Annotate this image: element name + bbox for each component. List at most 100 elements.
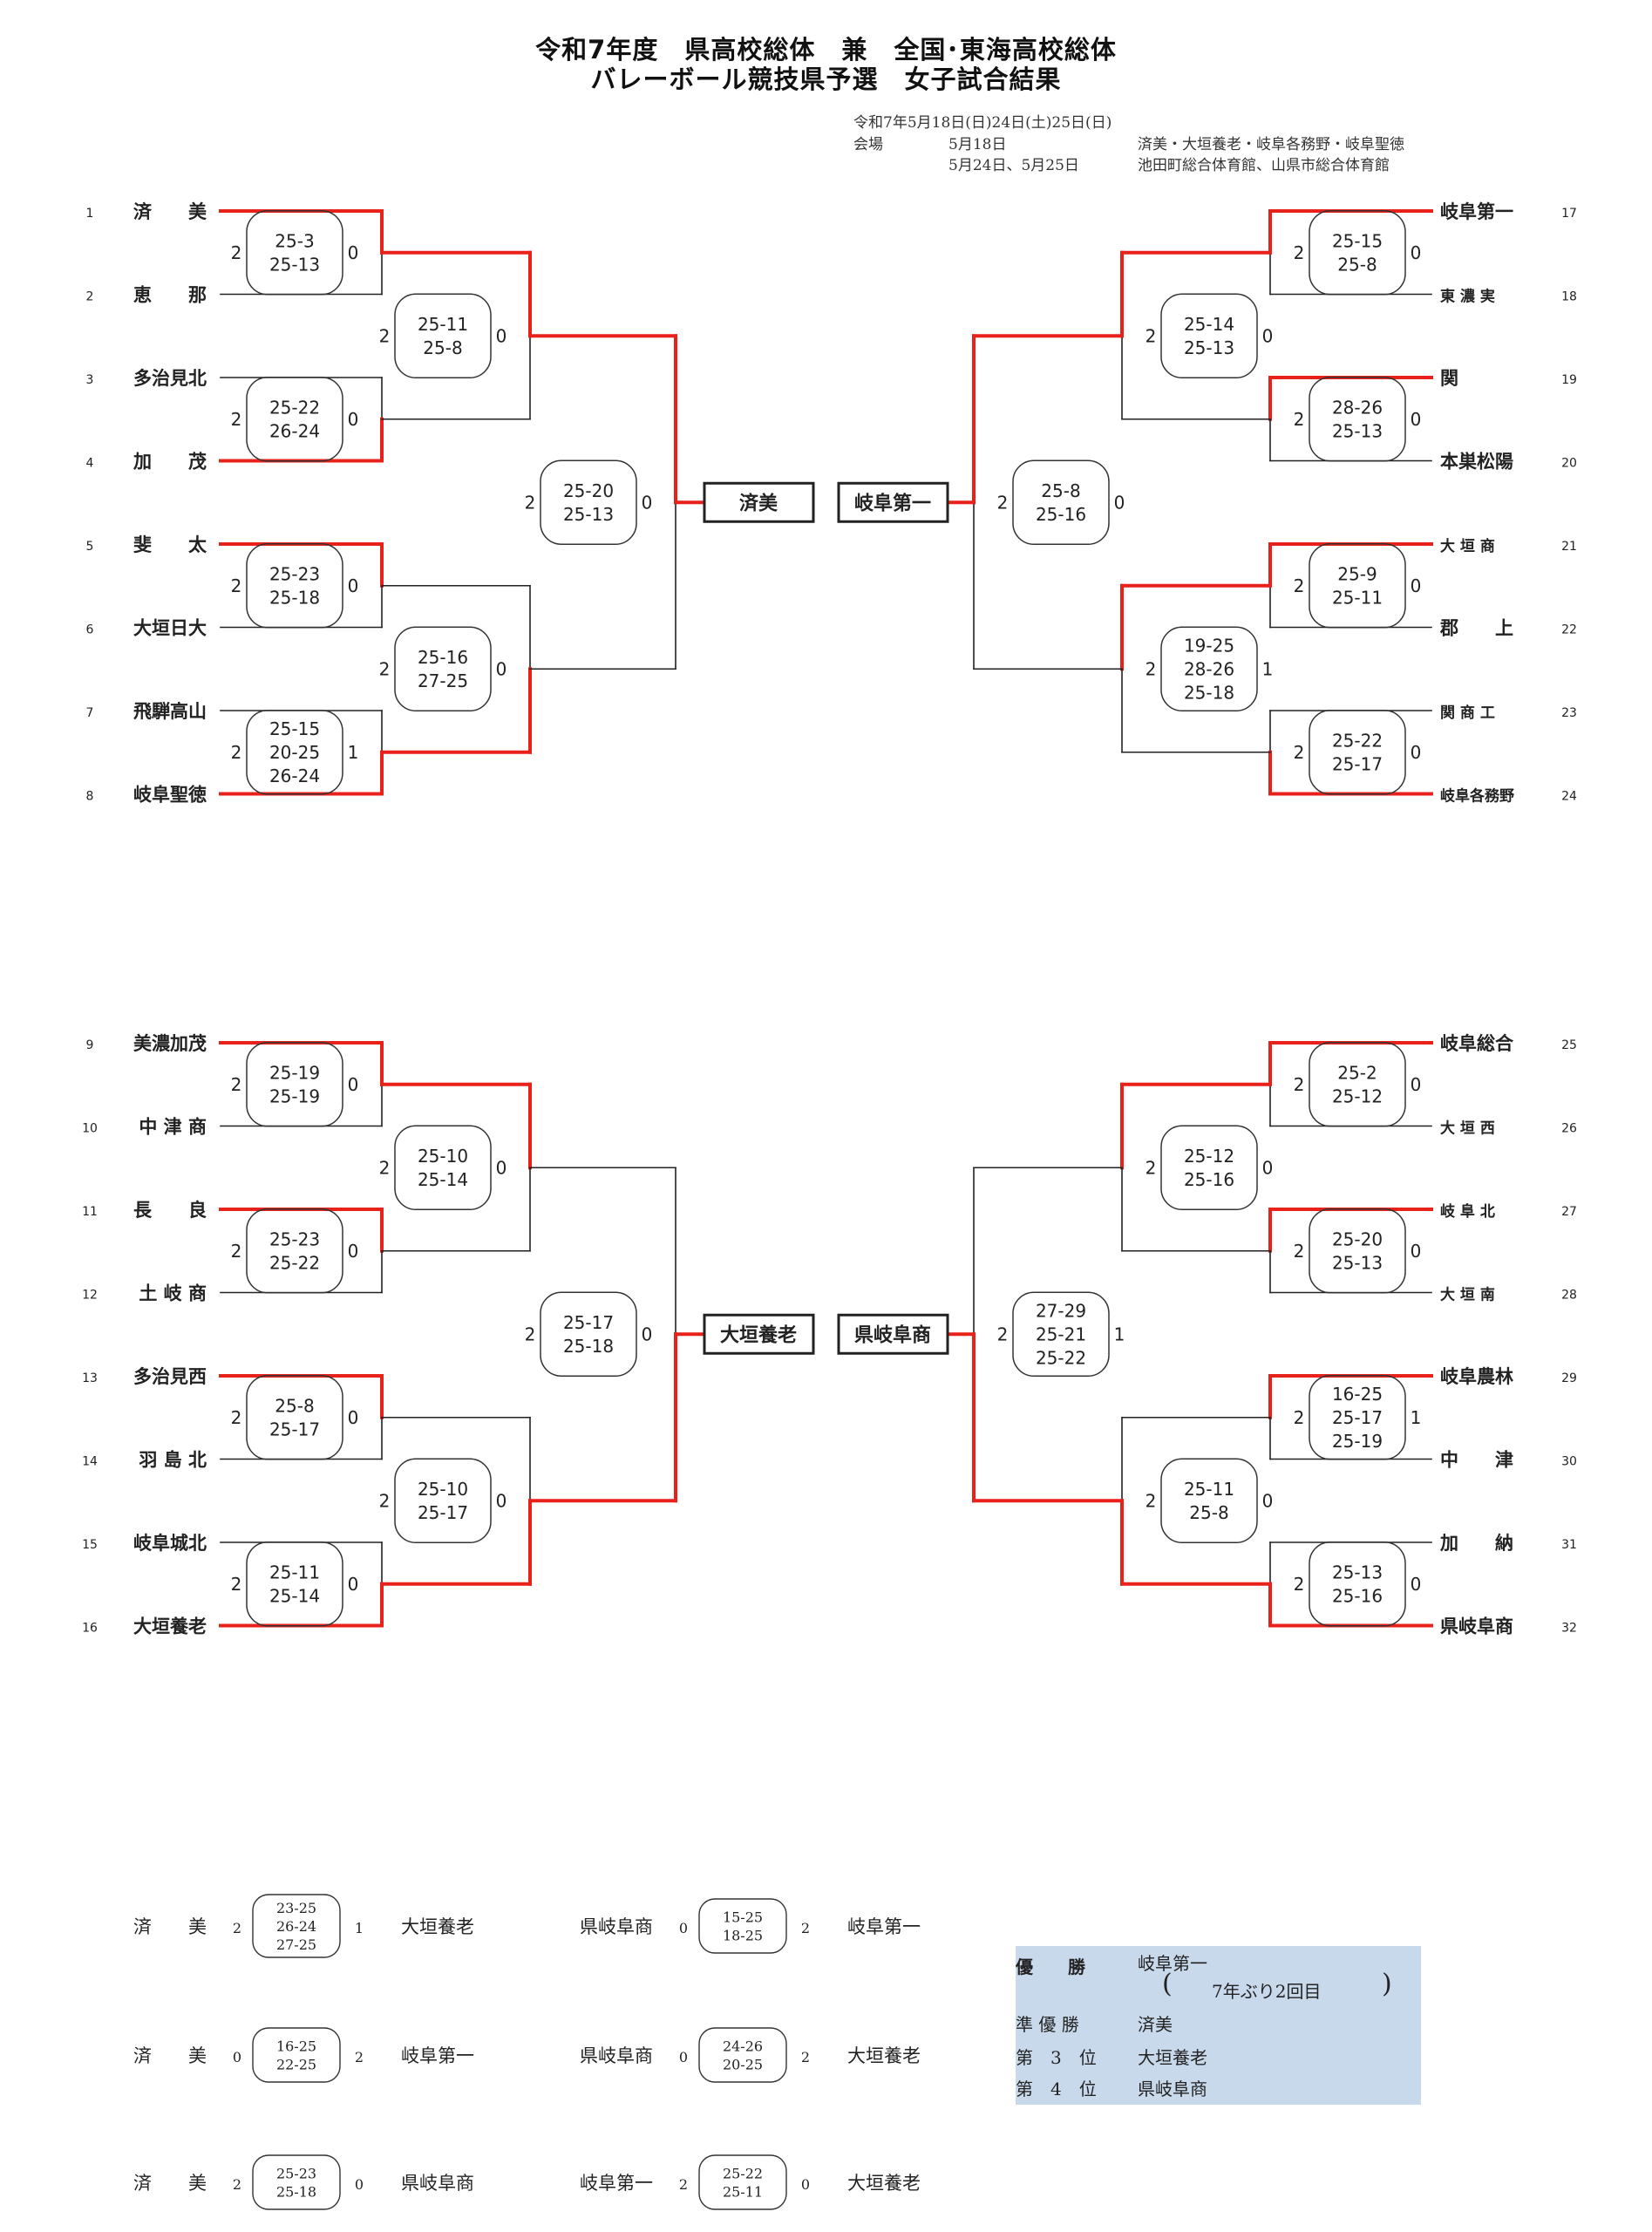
league-team-a: 岐阜第一 bbox=[580, 2173, 653, 2194]
set-score: 25-13 bbox=[563, 504, 614, 525]
sets-won-top: 2 bbox=[231, 1074, 242, 1095]
team-seed-number: 11 bbox=[82, 1205, 98, 1219]
sets-won-top: 2 bbox=[1294, 242, 1305, 263]
score-box bbox=[1160, 1125, 1258, 1210]
set-score: 25-12 bbox=[1332, 1085, 1383, 1106]
sets-won-top: 2 bbox=[379, 1490, 391, 1511]
set-score: 28-26 bbox=[1184, 658, 1234, 679]
team-seed-number: 27 bbox=[1561, 1205, 1577, 1219]
set-score: 19-25 bbox=[1184, 635, 1234, 656]
league-set-score: 20-25 bbox=[723, 2057, 763, 2073]
sets-won-bottom: 0 bbox=[642, 1324, 653, 1344]
set-score: 25-8 bbox=[1189, 1502, 1228, 1523]
page-subtitle: バレーボール競技県予選 女子試合結果 bbox=[590, 65, 1062, 94]
league-team-b: 大垣養老 bbox=[847, 2173, 921, 2194]
team-seed-number: 24 bbox=[1561, 790, 1577, 804]
team-name: 長 良 bbox=[133, 1200, 207, 1221]
team-seed-number: 23 bbox=[1561, 706, 1577, 720]
team-name: 飛騨高山 bbox=[133, 701, 207, 722]
team-name: 加 茂 bbox=[133, 452, 207, 473]
sets-won-bottom: 1 bbox=[1114, 1324, 1125, 1344]
league-team-b: 岐阜第一 bbox=[401, 2045, 474, 2066]
sets-won-top: 2 bbox=[1294, 1074, 1305, 1095]
team-seed-number: 30 bbox=[1561, 1455, 1577, 1469]
set-score: 25-12 bbox=[1184, 1146, 1234, 1167]
set-score: 25-2 bbox=[1337, 1062, 1377, 1083]
league-sets-a: 2 bbox=[233, 2176, 241, 2193]
sets-won-top: 2 bbox=[997, 492, 1009, 513]
score-box bbox=[246, 377, 343, 462]
sets-won-bottom: 0 bbox=[348, 575, 359, 596]
fourth-place-label: 第 4 位 bbox=[1016, 2079, 1097, 2099]
sets-won-bottom: 0 bbox=[348, 1074, 359, 1095]
team-seed-number: 3 bbox=[86, 373, 94, 387]
league-team-a: 済 美 bbox=[133, 2173, 207, 2194]
team-name: 多治見西 bbox=[133, 1366, 207, 1387]
set-score: 25-15 bbox=[1332, 230, 1383, 251]
venue-date-1: 5月18日 bbox=[948, 136, 1007, 153]
team-seed-number: 15 bbox=[82, 1538, 98, 1552]
team-name: 岐 阜 北 bbox=[1440, 1202, 1495, 1221]
league-set-score: 25-18 bbox=[276, 2184, 316, 2201]
set-score: 25-11 bbox=[418, 314, 468, 335]
score-box bbox=[246, 1042, 343, 1127]
team-name: 済 美 bbox=[133, 201, 207, 222]
league-team-a: 済 美 bbox=[133, 2045, 207, 2066]
sets-won-bottom: 0 bbox=[496, 658, 507, 679]
sets-won-bottom: 0 bbox=[1114, 492, 1125, 513]
semifinalist-name: 大垣養老 bbox=[720, 1324, 797, 1346]
note-bracket-close: ) bbox=[1382, 1969, 1392, 1999]
set-score: 25-13 bbox=[269, 254, 320, 275]
set-score: 25-9 bbox=[1337, 563, 1377, 584]
league-set-score: 24-26 bbox=[723, 2038, 763, 2055]
league-set-score: 25-22 bbox=[723, 2166, 763, 2182]
team-name: 岐阜城北 bbox=[133, 1533, 207, 1554]
sets-won-top: 2 bbox=[231, 242, 242, 263]
league-set-score: 23-25 bbox=[276, 1900, 316, 1916]
set-score: 25-19 bbox=[269, 1062, 320, 1083]
sets-won-bottom: 0 bbox=[348, 1407, 359, 1428]
league-team-b: 岐阜第一 bbox=[847, 1916, 921, 1937]
league-set-score: 27-25 bbox=[276, 1936, 316, 1953]
set-score: 25-11 bbox=[1332, 587, 1383, 608]
sets-won-top: 2 bbox=[1146, 1157, 1157, 1178]
semifinalist-box bbox=[703, 481, 815, 523]
league-score-box bbox=[698, 1898, 787, 1954]
set-score: 25-8 bbox=[423, 337, 462, 358]
sets-won-top: 2 bbox=[1294, 575, 1305, 596]
runner-up-team: 済美 bbox=[1138, 2014, 1173, 2035]
set-score: 25-17 bbox=[1332, 1407, 1383, 1428]
team-name: 美濃加茂 bbox=[133, 1033, 207, 1054]
team-seed-number: 28 bbox=[1561, 1289, 1577, 1303]
sets-won-top: 2 bbox=[1294, 742, 1305, 763]
team-name: 大垣養老 bbox=[133, 1616, 207, 1637]
team-seed-number: 10 bbox=[82, 1122, 98, 1136]
set-score: 16-25 bbox=[1332, 1384, 1383, 1405]
sets-won-bottom: 1 bbox=[348, 742, 359, 763]
league-sets-b: 1 bbox=[355, 1920, 364, 1936]
sets-won-top: 2 bbox=[231, 742, 242, 763]
sets-won-top: 2 bbox=[1294, 409, 1305, 430]
set-score: 25-20 bbox=[563, 480, 614, 501]
set-score: 25-22 bbox=[1332, 730, 1383, 751]
set-score: 25-16 bbox=[1184, 1169, 1234, 1190]
team-name: 大 垣 南 bbox=[1440, 1286, 1495, 1304]
league-sets-b: 0 bbox=[801, 2176, 810, 2193]
set-score: 25-8 bbox=[1337, 254, 1377, 275]
sets-won-top: 2 bbox=[1146, 325, 1157, 346]
team-seed-number: 18 bbox=[1561, 290, 1577, 304]
fourth-place-team: 県岐阜商 bbox=[1138, 2079, 1207, 2099]
sets-won-bottom: 0 bbox=[1411, 242, 1422, 263]
set-score: 25-11 bbox=[1184, 1479, 1234, 1500]
sets-won-top: 2 bbox=[1294, 1407, 1305, 1428]
sets-won-top: 2 bbox=[1146, 658, 1157, 679]
league-score-box bbox=[252, 1894, 341, 1958]
team-seed-number: 19 bbox=[1561, 373, 1577, 387]
league-team-a: 済 美 bbox=[133, 1916, 207, 1937]
set-score: 25-16 bbox=[1332, 1585, 1383, 1606]
set-score: 25-3 bbox=[275, 230, 314, 251]
team-seed-number: 25 bbox=[1561, 1038, 1577, 1052]
score-box bbox=[1160, 626, 1258, 711]
league-sets-b: 2 bbox=[801, 2049, 810, 2065]
